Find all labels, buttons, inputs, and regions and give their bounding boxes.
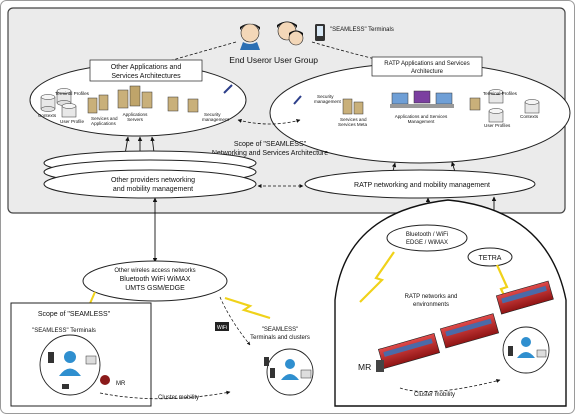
right-cluster-circle <box>502 326 550 374</box>
ratp-security-pen-icon <box>293 95 302 105</box>
cluster-mobility-right-arrow <box>399 378 501 392</box>
other-user-profile-label: User Profile <box>60 119 84 124</box>
other-wireless-label-3: UMTS GSM/EDGE <box>125 285 185 292</box>
other-wireless-label-2: Bluetooth WiFi WiMAX <box>120 276 191 283</box>
wifi-badge: WiFi <box>215 322 229 331</box>
tetra-ellipse <box>467 247 513 267</box>
other-terminal-profiles-label: Terminal Profiles <box>55 91 90 96</box>
center-user-icon <box>270 359 312 380</box>
other-providers-label-2: and mobility management <box>113 186 193 193</box>
scope-small-user-icon <box>48 351 97 389</box>
right-user-icon <box>508 337 547 358</box>
user-group-label: User Group <box>274 55 318 65</box>
end-user-icon <box>240 23 260 50</box>
ratp-apps-title-2: Architecture <box>411 69 444 75</box>
ratp-networking-ellipse <box>304 169 536 199</box>
train-wagon-3 <box>495 280 554 315</box>
ratp-services-label-2: Services Meta <box>338 122 368 127</box>
other-providers-ellipse <box>43 150 257 199</box>
tetra-label: TETRA <box>479 255 502 262</box>
ratp-apps-mgmt-label-1: Applications and Services <box>395 114 448 119</box>
center-terminals-label-2: Terminals and clusters <box>250 335 310 341</box>
ratp-user-profiles-label: User Profiles <box>484 123 511 128</box>
wireless-bolt-icon <box>224 296 271 320</box>
mr-small-router-icon <box>100 375 110 385</box>
bluetooth-wifi-ellipse <box>386 224 468 252</box>
scope-small-title: Scope of "SEAMLESS" <box>38 311 111 318</box>
other-security-label-2: management <box>202 117 230 122</box>
other-wireless-label-1: Other wireles access networks <box>114 268 195 274</box>
user-profile-db-icon <box>61 103 77 118</box>
other-services-label-1: Services and <box>91 116 118 121</box>
bt-bolt-icon <box>359 251 395 303</box>
server-icon <box>87 94 109 114</box>
application-servers-icon <box>117 85 153 109</box>
ratp-apps-title-box <box>371 56 483 77</box>
top-terminals-label: "SEAMLESS" Terminals <box>330 27 394 33</box>
mr-right-label: MR <box>358 362 371 372</box>
mr-small-label: MR <box>116 381 126 387</box>
user-group-icon <box>277 21 304 46</box>
other-wireless-ellipse <box>82 260 228 302</box>
ratp-apps-title-1: RATP Applications and Services <box>384 61 470 67</box>
other-services-label-2: Applications <box>91 121 116 126</box>
ratp-networking-label: RATP networking and mobility management <box>354 182 490 189</box>
ratp-security-label-2: management <box>314 99 342 104</box>
ratp-services-label-1: Services and <box>340 117 367 122</box>
wireless-to-cluster-link <box>219 296 251 346</box>
scope-main-label-2: Networking and Services Architecture <box>212 150 328 157</box>
train-wagon-1 <box>377 333 441 369</box>
apps-to-apps-link <box>237 118 301 125</box>
mr-router-icon <box>376 360 384 372</box>
other-apps-title-1: Other Applications and <box>111 64 182 71</box>
center-terminals-label-1: "SEAMLESS" <box>262 327 299 333</box>
ratp-env-label-1: RATP networks and <box>405 294 458 300</box>
other-apps-title-2: Services Architectures <box>111 73 181 80</box>
ratp-apps-mgmt-label-2: Management <box>408 119 436 124</box>
ratp-terminal-profiles-label: Terminal Profiles <box>483 91 518 96</box>
scope-small-cluster-circle <box>39 334 101 396</box>
other-servers-label: Servers <box>127 117 144 122</box>
ratp-service-server-icon <box>342 98 364 115</box>
cluster-mobility-left-arrow <box>99 390 231 400</box>
other-apps-title-box <box>89 59 203 82</box>
cluster-mobility-left-label: Cluster mobility <box>158 395 199 401</box>
end-user-label: End User <box>229 55 265 65</box>
ratp-db-icons <box>469 89 540 123</box>
other-contexts-label: Contexts <box>38 113 57 118</box>
ratp-contexts-label: Contexts <box>520 114 539 119</box>
train-wagon-2 <box>439 313 500 349</box>
other-applications-label: Applications <box>123 112 148 117</box>
other-security-label-1: Security <box>204 112 221 117</box>
scope-small-terminals-label: "SEAMLESS" Terminals <box>32 328 96 334</box>
security-pen-icon <box>223 84 233 94</box>
center-phone-icon <box>264 357 269 366</box>
seamless-terminal-icon <box>315 24 325 41</box>
security-server-icon <box>167 96 199 113</box>
scope-main-label-1: Scope of "SEAMLESS" <box>234 141 307 148</box>
bluetooth-wifi-label-1: Bluetooth / WiFi <box>406 232 448 238</box>
bluetooth-wifi-label-2: EDGE / WiMAX <box>406 240 448 246</box>
svg-text:WiFi: WiFi <box>217 325 227 331</box>
ratp-apps-mgmt-icon <box>390 90 454 108</box>
or-label: or <box>264 55 272 65</box>
cluster-mobility-right-label: Cluster mobility <box>414 392 455 398</box>
center-cluster-circle <box>266 348 314 396</box>
ratp-security-label-1: Security <box>317 94 334 99</box>
ratp-env-label-2: environments <box>413 302 449 308</box>
contexts-db-icon <box>40 94 56 112</box>
other-providers-label-1: Other providers networking <box>111 177 195 184</box>
